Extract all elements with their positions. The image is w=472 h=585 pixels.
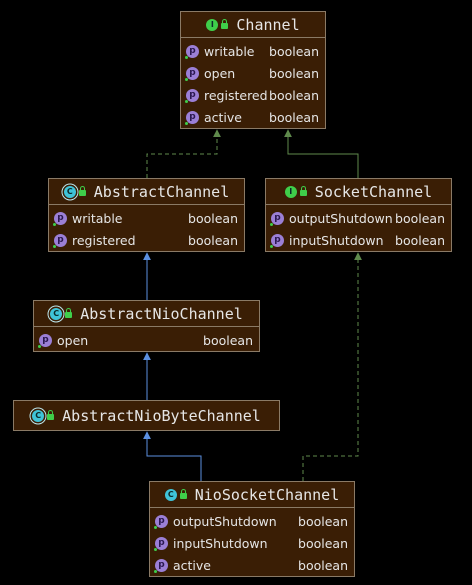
property-name: outputShutdown (289, 210, 393, 226)
class-header: C AbstractChannel (49, 179, 244, 205)
abstract-class-icon: C (32, 409, 45, 422)
class-header: I Channel (181, 12, 325, 38)
property-icon: p (185, 110, 199, 125)
property-name: registered (204, 87, 268, 103)
property-icon: p (270, 211, 284, 226)
class-name: NioSocketChannel (194, 485, 340, 504)
property-icon: p (185, 88, 199, 103)
class-box-niosocketchannel[interactable]: C NioSocketChannel p outputShutdown bool… (149, 481, 355, 577)
property-icon: p (154, 558, 168, 573)
property-type: boolean (269, 109, 319, 125)
property-name: open (57, 332, 89, 348)
property-row[interactable]: p outputShutdown boolean (154, 510, 348, 532)
class-name: Channel (236, 15, 300, 34)
property-row[interactable]: p writable boolean (185, 40, 319, 62)
lock-icon (179, 489, 187, 499)
property-name: writable (204, 43, 255, 59)
class-name: AbstractChannel (93, 182, 230, 201)
property-icon: p (154, 536, 168, 551)
class-name: AbstractNioByteChannel (62, 406, 261, 425)
class-header: C AbstractNioByteChannel (14, 401, 279, 430)
lock-icon (78, 186, 86, 196)
interface-icon: I (206, 18, 219, 31)
property-type: boolean (298, 513, 348, 529)
class-box-abstractniochannel[interactable]: C AbstractNioChannel p open boolean (33, 300, 260, 352)
property-icon: p (154, 514, 168, 529)
property-type: boolean (188, 210, 238, 226)
class-box-channel[interactable]: I Channel p writable boolean p open bool… (180, 11, 326, 129)
property-row[interactable]: p registered boolean (53, 229, 238, 251)
property-name: active (204, 109, 242, 125)
property-type: boolean (269, 43, 319, 59)
abstract-class-icon: C (63, 185, 76, 198)
class-name: AbstractNioChannel (80, 304, 243, 323)
property-type: boolean (298, 557, 348, 573)
property-type: boolean (203, 332, 253, 348)
class-box-abstractchannel[interactable]: C AbstractChannel p writable boolean p r… (48, 178, 245, 252)
property-row[interactable]: p writable boolean (53, 207, 238, 229)
extends-line-socketchannel-channel (284, 129, 359, 178)
property-icon: p (185, 66, 199, 81)
property-icon: p (53, 211, 67, 226)
property-row[interactable]: p inputShutdown boolean (270, 229, 445, 251)
property-row[interactable]: p open boolean (38, 329, 253, 351)
interface-icon: I (284, 185, 297, 198)
property-row[interactable]: p registered boolean (185, 84, 319, 106)
property-row[interactable]: p inputShutdown boolean (154, 532, 348, 554)
class-box-abstractniobytechannel[interactable]: C AbstractNioByteChannel (13, 400, 280, 431)
property-type: boolean (269, 65, 319, 81)
property-row[interactable]: p outputShutdown boolean (270, 207, 445, 229)
property-name: inputShutdown (289, 232, 384, 248)
property-name: open (204, 65, 236, 81)
property-type: boolean (188, 232, 238, 248)
lock-icon (65, 308, 73, 318)
property-name: outputShutdown (173, 513, 277, 529)
implements-line-niosocketchannel-socketchannel (302, 252, 362, 481)
property-type: boolean (298, 535, 348, 551)
abstract-class-icon: C (50, 307, 63, 320)
class-header: C NioSocketChannel (150, 482, 354, 508)
lock-icon (221, 19, 229, 29)
class-icon: C (164, 488, 177, 501)
property-type: boolean (395, 232, 445, 248)
implements-line-abstractchannel-channel (146, 129, 221, 178)
lock-icon (47, 410, 55, 420)
class-box-socketchannel[interactable]: I SocketChannel p outputShutdown boolean… (265, 178, 452, 252)
property-row[interactable]: p open boolean (185, 62, 319, 84)
lock-icon (299, 186, 307, 196)
class-header: C AbstractNioChannel (34, 301, 259, 327)
property-row[interactable]: p active boolean (154, 554, 348, 576)
class-header: I SocketChannel (266, 179, 451, 205)
property-icon: p (185, 44, 199, 59)
property-type: boolean (395, 210, 445, 226)
property-name: inputShutdown (173, 535, 268, 551)
class-name: SocketChannel (314, 182, 433, 201)
property-icon: p (270, 233, 284, 248)
property-icon: p (38, 333, 52, 348)
property-icon: p (53, 233, 67, 248)
property-name: registered (72, 232, 136, 248)
property-type: boolean (269, 87, 319, 103)
property-row[interactable]: p active boolean (185, 106, 319, 128)
property-name: writable (72, 210, 123, 226)
extends-line-niosocketchannel-abstractniobytechannel (143, 431, 202, 481)
property-name: active (173, 557, 211, 573)
